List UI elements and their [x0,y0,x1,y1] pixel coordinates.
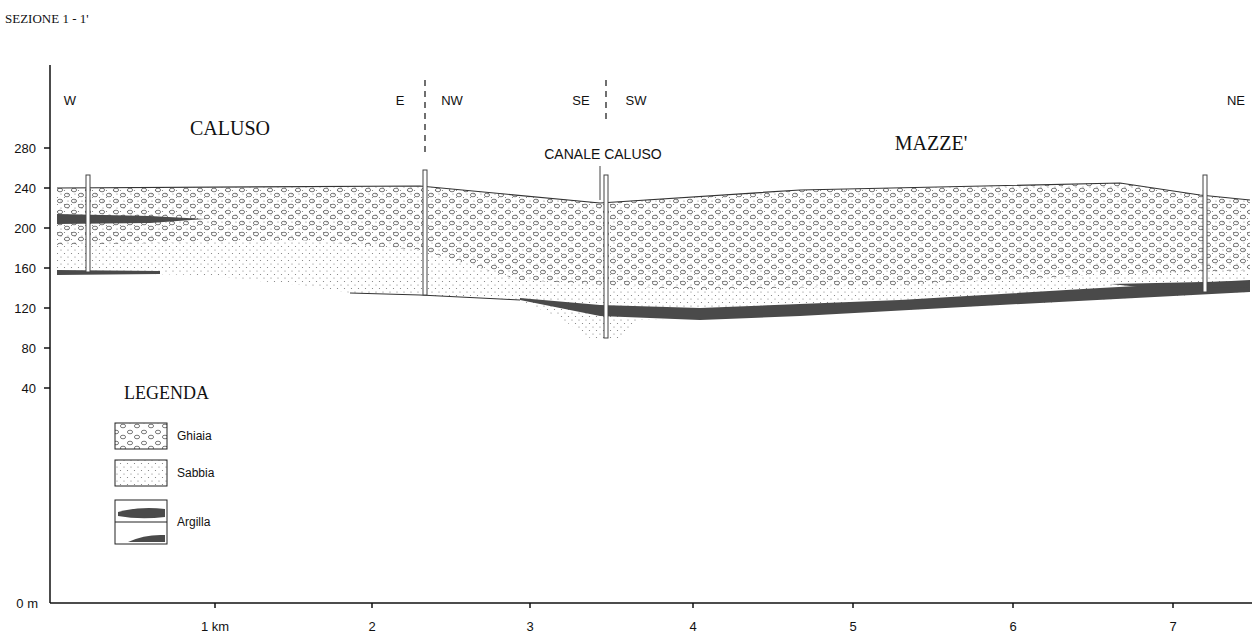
axis-value: 7 [1169,620,1176,633]
axis-value: 0 m [16,597,38,610]
direction-label: W [64,94,76,107]
axis-value: 1 km [201,620,229,633]
place-name: MAZZE' [895,133,967,153]
axes [44,65,1252,608]
axis-value: 6 [1009,620,1016,633]
legend-text: Sabbia [177,467,214,479]
direction-label: E [396,94,405,107]
axis-value: 160 [14,262,36,275]
place-name: CANALE CALUSO [544,147,661,161]
clay-lens [1110,281,1250,288]
section-bend [425,80,606,152]
clay-lens [57,214,205,224]
axis-value: 5 [849,620,856,633]
axis-value: 120 [14,302,36,315]
wells [86,170,1207,338]
axis-value: 80 [22,342,36,355]
direction-label: NW [441,94,463,107]
direction-label: SW [626,94,647,107]
legend-text: Argilla [177,516,210,528]
sand-layer [57,183,1250,338]
section-title: SEZIONE 1 - 1' [5,12,89,25]
axis-value: 4 [689,620,696,633]
gravel-layer [57,183,1250,290]
place-name: CALUSO [190,118,270,138]
axis-value: 280 [14,142,36,155]
direction-label: NE [1227,94,1245,107]
axis-value: 2 [368,620,375,633]
legend-text: Ghiaia [177,430,212,442]
axis-value: 200 [14,222,36,235]
clay-lens [57,270,160,275]
axis-value: 3 [526,620,533,633]
legend-heading: LEGENDA [124,384,209,402]
axis-value: 40 [22,382,36,395]
deposit-base [350,293,520,300]
direction-label: SE [572,94,589,107]
leader-line [600,166,601,200]
clay-layer [520,280,1250,320]
axis-value: 240 [14,182,36,195]
legend-swatches [115,423,167,544]
ground-surface [57,183,1250,203]
